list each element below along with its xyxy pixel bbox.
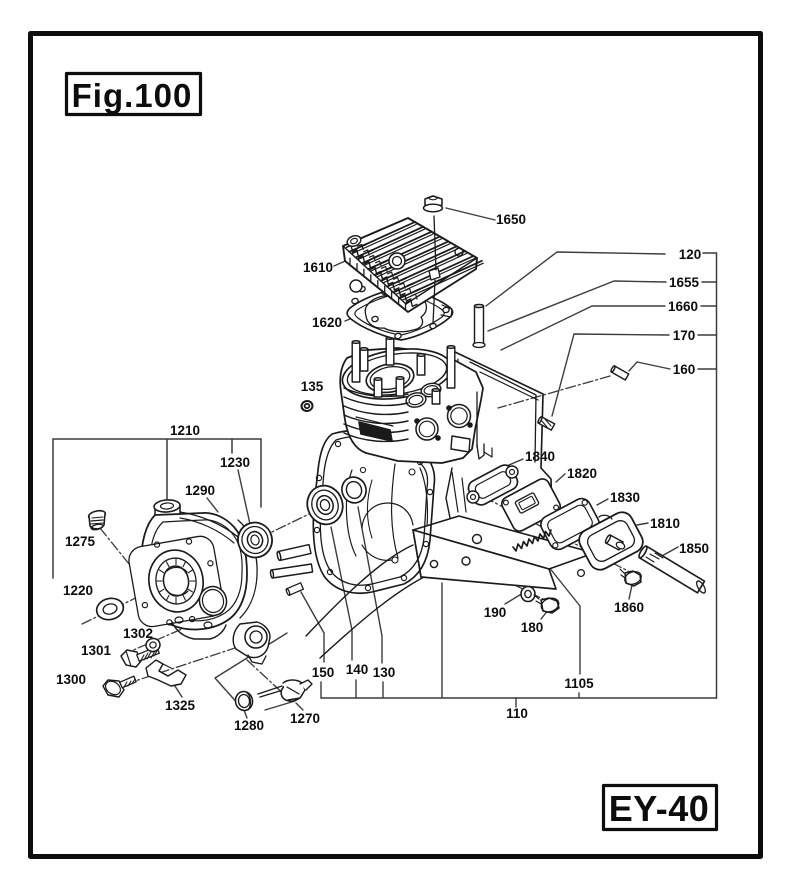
svg-text:170: 170 (673, 328, 696, 343)
svg-text:1270: 1270 (290, 711, 320, 726)
svg-text:1210: 1210 (170, 423, 200, 438)
svg-text:110: 110 (506, 706, 528, 721)
svg-text:1301: 1301 (81, 643, 112, 658)
svg-text:EY-40: EY-40 (609, 788, 710, 829)
svg-text:130: 130 (373, 665, 396, 680)
svg-text:160: 160 (673, 362, 696, 377)
svg-text:1810: 1810 (650, 516, 680, 531)
svg-text:1220: 1220 (63, 583, 93, 598)
svg-text:1325: 1325 (165, 698, 196, 713)
svg-text:Fig.100: Fig.100 (72, 77, 193, 114)
svg-text:1230: 1230 (220, 455, 250, 470)
svg-text:1300: 1300 (56, 672, 86, 687)
svg-text:140: 140 (346, 662, 369, 677)
svg-text:1860: 1860 (614, 600, 644, 615)
svg-text:190: 190 (484, 605, 507, 620)
svg-text:1105: 1105 (564, 676, 594, 691)
svg-text:1280: 1280 (234, 718, 264, 733)
svg-text:1620: 1620 (312, 315, 342, 330)
svg-text:1610: 1610 (303, 260, 333, 275)
svg-text:1655: 1655 (669, 275, 700, 290)
svg-text:1650: 1650 (496, 212, 526, 227)
svg-text:1840: 1840 (525, 449, 555, 464)
svg-text:1820: 1820 (567, 466, 597, 481)
svg-text:1660: 1660 (668, 299, 698, 314)
svg-text:180: 180 (521, 620, 544, 635)
svg-text:120: 120 (679, 247, 702, 262)
svg-text:1302: 1302 (123, 626, 153, 641)
svg-text:1850: 1850 (679, 541, 709, 556)
svg-text:135: 135 (301, 379, 324, 394)
svg-text:150: 150 (312, 665, 335, 680)
svg-text:1830: 1830 (610, 490, 640, 505)
svg-text:1290: 1290 (185, 483, 215, 498)
svg-text:1275: 1275 (65, 534, 96, 549)
